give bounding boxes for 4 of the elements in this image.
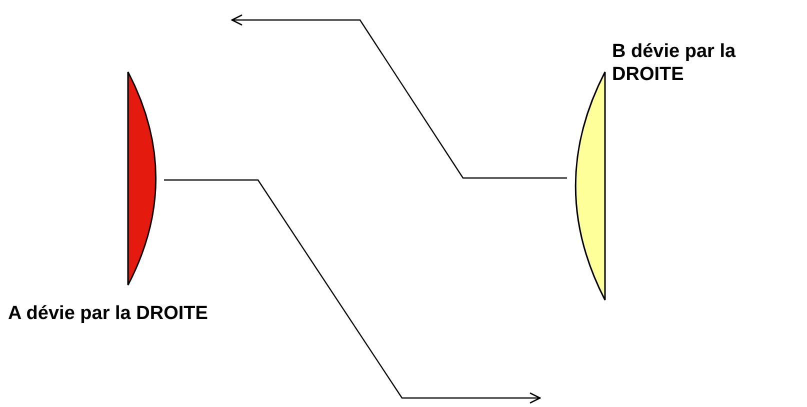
arrow [164,179,541,404]
node-caption: B dévie par la DROITE [612,40,737,86]
arrow [231,14,567,179]
node-caption: A dévie par la DROITE [8,302,208,325]
